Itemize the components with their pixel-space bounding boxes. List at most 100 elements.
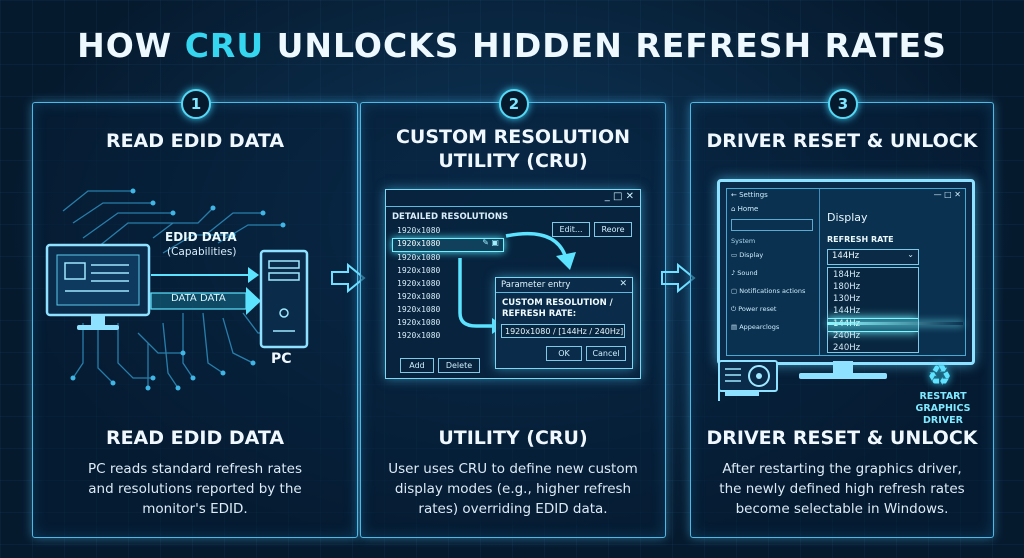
nav-item-display[interactable]: ▭ Display: [731, 251, 764, 259]
delete-button[interactable]: Delete: [438, 358, 480, 373]
titlebar-divider: [386, 206, 640, 207]
edit-pencil-icon[interactable]: ✎ ▣: [482, 238, 499, 247]
title-pre: HOW: [77, 26, 185, 65]
dialog-divider: [496, 292, 632, 293]
graphics-card-icon: [718, 360, 778, 401]
resolution-row[interactable]: 1920x1080: [397, 279, 441, 288]
edid-capabilities-label: (Capabilities): [167, 246, 237, 258]
recycle-icon: ♻: [927, 359, 953, 392]
display-heading: Display: [827, 211, 868, 224]
dialog-label-line: REFRESH RATE:: [502, 309, 577, 319]
restart-label-line: GRAPHICS DRIVER: [915, 403, 971, 426]
window-controls: _ □ ✕: [605, 191, 634, 202]
circuit-traces: [62, 190, 283, 389]
minimize-icon[interactable]: _: [604, 191, 610, 202]
ok-button[interactable]: OK: [546, 346, 582, 361]
settings-search-input[interactable]: [731, 219, 813, 231]
refresh-rate-input[interactable]: 1920x1080 / [144Hz / 240Hz]: [501, 324, 625, 338]
circuit-nodes: [70, 188, 286, 391]
monitor-icon: [45, 243, 151, 330]
settings-window: ← Settings ⌂ Home System ▭ Display ♪ Sou…: [726, 188, 966, 356]
dialog-close-icon[interactable]: ✕: [619, 279, 627, 289]
nav-item-home[interactable]: ⌂ Home: [731, 205, 759, 213]
restore-button[interactable]: Reore: [594, 222, 632, 237]
nav-section-system: System: [731, 237, 756, 245]
page-title: HOW CRU UNLOCKS HIDDEN REFRESH RATES: [0, 26, 1024, 65]
refresh-rate-dropdown[interactable]: 144Hz ⌄: [827, 249, 919, 265]
add-button[interactable]: Add: [400, 358, 434, 373]
panel-read-edid: 1 READ EDID DATA: [32, 89, 358, 538]
detailed-resolutions-label: DETAILED RESOLUTIONS: [392, 212, 509, 222]
resolution-row[interactable]: 1920x1080: [397, 331, 441, 340]
windows-monitor: ← Settings ⌂ Home System ▭ Display ♪ Sou…: [717, 179, 975, 365]
step-badge-2: 2: [499, 89, 529, 119]
refresh-rate-options: 184Hz 180Hz 130Hz 144Hz 144Hz 240Hz 240H…: [827, 267, 919, 353]
restart-graphics-driver-label: RESTART GRAPHICS DRIVER: [897, 391, 989, 427]
flow-arrow-1: [331, 262, 366, 294]
nav-label: Display: [739, 251, 764, 259]
monitor-stand-base: [799, 373, 887, 379]
panel-2-title-line: CUSTOM RESOLUTION: [395, 126, 631, 148]
close-icon[interactable]: ✕: [625, 191, 634, 202]
desc-line: monitor's EDID.: [142, 501, 248, 517]
desc-line: and resolutions reported by the: [88, 481, 302, 497]
dialog-title: Parameter entry: [501, 280, 571, 290]
desc-line: After restarting the graphics driver,: [722, 461, 962, 477]
resolution-row[interactable]: 1920x1080: [397, 318, 441, 327]
cancel-button[interactable]: Cancel: [586, 346, 626, 361]
pc-label: PC: [271, 351, 292, 367]
settings-title-text: Settings: [739, 191, 768, 199]
desc-line: PC reads standard refresh rates: [88, 461, 302, 477]
title-accent: CRU: [184, 26, 265, 65]
panel-2-description: User uses CRU to define new custom displ…: [371, 459, 655, 519]
refresh-option[interactable]: 180Hz: [833, 282, 861, 292]
selected-resolution-text: 1920x1080: [397, 239, 441, 248]
refresh-option[interactable]: 240Hz: [833, 331, 861, 341]
maximize-icon[interactable]: □: [612, 191, 623, 202]
nav-label: Power reset: [738, 305, 777, 313]
nav-label: Appearclogs: [739, 323, 780, 331]
desc-line: User uses CRU to define new custom: [388, 461, 638, 477]
nav-item-power[interactable]: ⏻ Power reset: [731, 305, 777, 313]
panel-3-description: After restarting the graphics driver, th…: [701, 459, 983, 519]
panel-2-bottom-title: UTILITY (CRU): [438, 427, 588, 449]
desc-line: display modes (e.g., higher refresh: [394, 481, 632, 497]
nav-item-notifications[interactable]: ▢ Notifications actions: [731, 287, 806, 295]
refresh-option[interactable]: 240Hz: [833, 343, 861, 353]
nav-label: Home: [737, 205, 759, 213]
edit-button[interactable]: Edit...: [552, 222, 590, 237]
title-post: UNLOCKS HIDDEN REFRESH RATES: [264, 26, 947, 65]
desc-line: the newly defined high refresh rates: [719, 481, 965, 497]
panel-1-description: PC reads standard refresh rates and reso…: [43, 459, 347, 519]
step-badge-1: 1: [181, 89, 211, 119]
selected-resolution-row[interactable]: 1920x1080 ✎ ▣: [392, 238, 504, 252]
nav-label: Notifications actions: [739, 287, 806, 295]
settings-nav: ← Settings ⌂ Home System ▭ Display ♪ Sou…: [727, 189, 820, 355]
refresh-option[interactable]: 130Hz: [833, 294, 861, 304]
refresh-rate-label: REFRESH RATE: [827, 235, 894, 244]
edid-read-illustration: [45, 188, 309, 391]
settings-app-title: ← Settings: [731, 191, 768, 199]
refresh-option[interactable]: 144Hz: [833, 306, 861, 316]
dialog-label-line: CUSTOM RESOLUTION /: [502, 298, 613, 308]
resolution-row[interactable]: 1920x1080: [397, 305, 441, 314]
resolution-row[interactable]: 1920x1080: [397, 266, 441, 275]
refresh-option[interactable]: 184Hz: [833, 270, 861, 280]
resolution-row[interactable]: 1920x1080: [397, 226, 441, 235]
restart-label-line: RESTART: [919, 391, 967, 402]
nav-item-sound[interactable]: ♪ Sound: [731, 269, 758, 277]
resolution-row[interactable]: 1920x1080: [397, 292, 441, 301]
desc-line: rates) overriding EDID data.: [418, 501, 608, 517]
resolution-row[interactable]: 1920x1080: [397, 253, 441, 262]
panel-cru: 2 CUSTOM RESOLUTION UTILITY (CRU) _ □ ✕ …: [360, 89, 666, 538]
edid-data-label: EDID DATA: [165, 230, 237, 244]
parameter-entry-dialog: Parameter entry ✕ CUSTOM RESOLUTION / RE…: [495, 277, 633, 369]
nav-item-appearance[interactable]: ▤ Appearclogs: [731, 323, 780, 331]
settings-window-controls[interactable]: — □ ✕: [933, 190, 961, 199]
selection-glow: [827, 322, 963, 325]
chevron-down-icon: ⌄: [907, 250, 914, 259]
highlighted-refresh-option[interactable]: 144Hz: [828, 318, 918, 332]
resolution-list: 1920x1080 1920x1080 ✎ ▣ 1920x1080 1920x1…: [392, 224, 542, 350]
desc-line: become selectable in Windows.: [735, 501, 949, 517]
